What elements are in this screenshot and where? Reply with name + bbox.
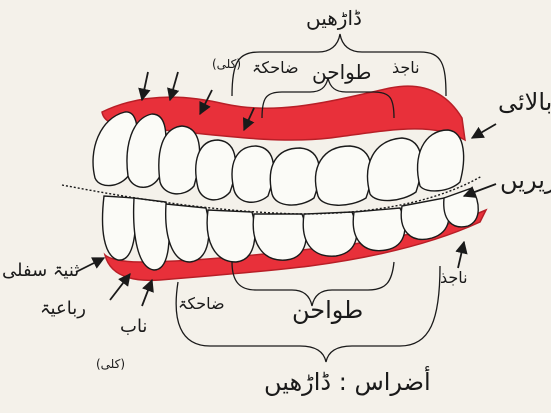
label-kuli-bottom: (کلی)	[96, 358, 125, 370]
label-adras: أضراس : ڈاڑھیں	[264, 370, 431, 394]
lower-tooth	[253, 214, 306, 260]
upper-tooth	[368, 138, 422, 201]
label-dahika-bottom: ضاحکۃ	[178, 296, 225, 312]
lower-tooth	[353, 208, 405, 251]
label-thaniya-sufla: ثنیۃ سفلی	[2, 262, 79, 280]
arrow-upper-incisor-2	[170, 72, 178, 100]
label-dahika-top: ضاحکۃ	[252, 60, 299, 76]
arrow-lower-canine	[142, 280, 152, 306]
label-tawahin-bottom: طواحن	[292, 298, 363, 322]
lower-tooth	[401, 198, 449, 239]
label-kuli-top: (کلی)	[212, 58, 241, 70]
lower-tooth	[103, 196, 136, 260]
upper-tooth	[159, 126, 200, 194]
arrow-lower-incisor	[76, 258, 104, 272]
upper-tooth	[232, 146, 274, 202]
upper-tooth	[316, 146, 372, 205]
label-najidh-bottom: ناجذ	[440, 270, 468, 286]
label-tawahin-top: طواحن	[312, 62, 371, 82]
lower-tooth	[166, 204, 209, 262]
lower-tooth	[207, 210, 255, 262]
label-lower: زیریں	[500, 168, 551, 192]
lower-tooth	[444, 188, 479, 227]
label-darhein-top: ڈاڑھیں	[306, 8, 362, 28]
lower-tooth	[134, 198, 169, 270]
arrow-lower-molar	[458, 242, 464, 268]
arrow-lower-lateral	[110, 274, 130, 300]
arrow-upper	[472, 124, 496, 138]
label-nab: ناب	[120, 318, 147, 336]
upper-tooth	[196, 140, 236, 200]
label-upper: بالائی	[498, 90, 551, 114]
label-najidh-top: ناجذ	[392, 60, 420, 76]
arrow-upper-incisor-1	[142, 72, 148, 100]
label-rabaiya: رباعیۃ	[40, 300, 86, 318]
upper-tooth	[418, 130, 464, 191]
upper-tooth	[270, 148, 319, 205]
